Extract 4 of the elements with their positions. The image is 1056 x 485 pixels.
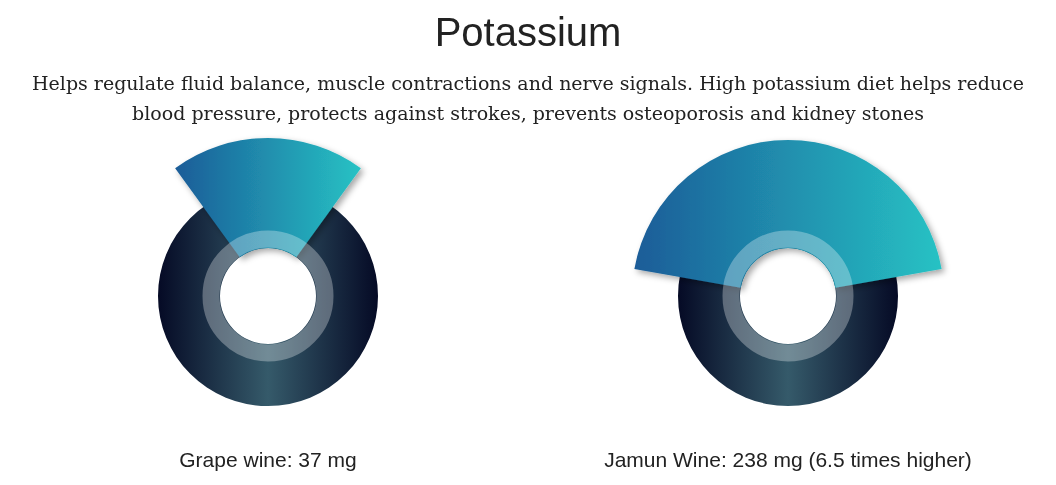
title: Potassium	[433, 10, 623, 55]
value-caption: Grape wine: 37 mg	[178, 448, 358, 472]
description-text: Helps regulate fluid balance, muscle contractions and nerve signals. High potassium diet helps reduce blood pressure, protects against strokes, prevents osteoporosis and kidney stones	[31, 71, 1025, 126]
value-caption: Jamun Wine: 238 mg (6.5 times higher)	[603, 448, 973, 472]
